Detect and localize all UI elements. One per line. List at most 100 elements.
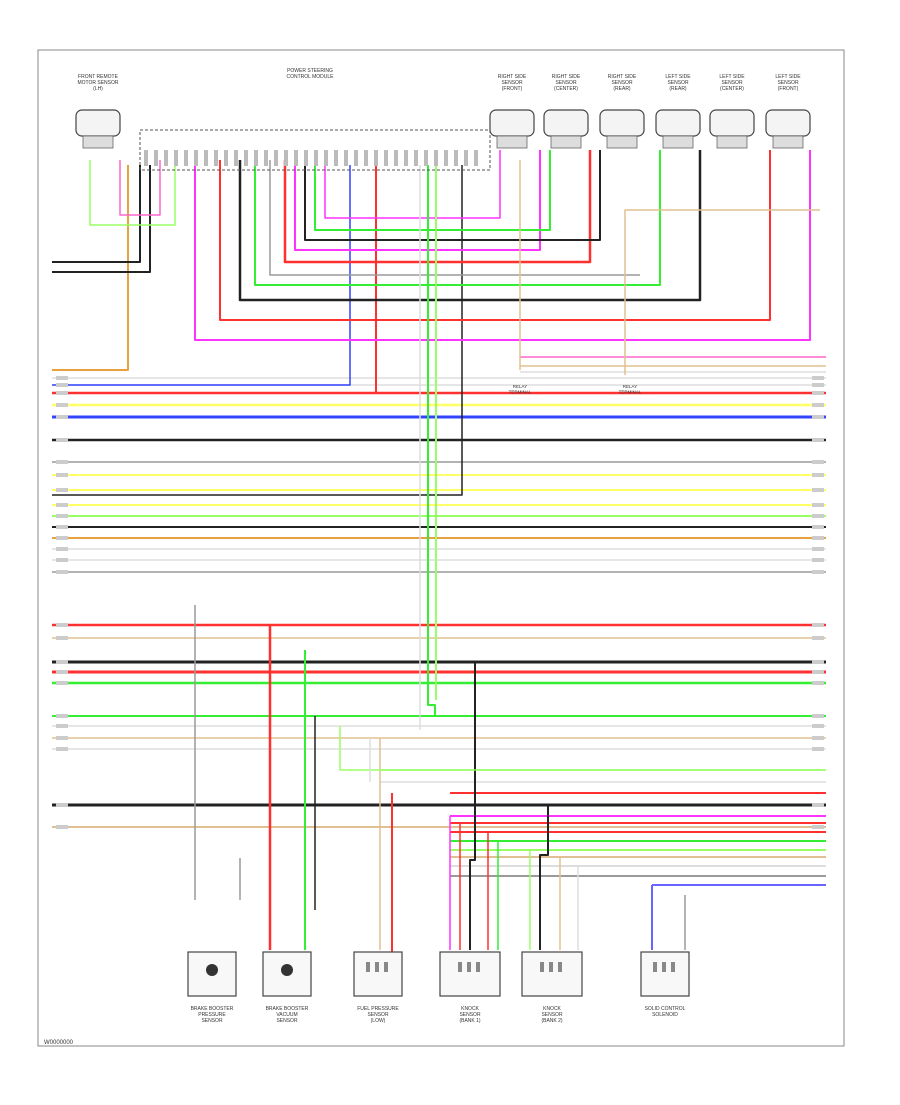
connector-pin — [294, 150, 298, 166]
component-pin — [476, 962, 480, 972]
bus-tag-right — [812, 376, 824, 380]
sensor-plug — [496, 135, 528, 149]
connector-pin — [374, 150, 378, 166]
connector-pin — [364, 150, 368, 166]
connector-pin — [204, 150, 208, 166]
connector-pin — [154, 150, 158, 166]
sensor-body — [709, 109, 755, 137]
bus-tag-right — [812, 536, 824, 540]
sensor-body — [75, 109, 121, 137]
wire-black — [469, 662, 476, 950]
sensor-body — [543, 109, 589, 137]
bottom-component-3 — [439, 951, 501, 997]
wire-ltgreen — [89, 160, 176, 226]
sensor-plug — [606, 135, 638, 149]
connector-pin — [284, 150, 288, 166]
connector-pin — [444, 150, 448, 166]
bus-tag-left — [56, 391, 68, 395]
bus-tag-right — [812, 415, 824, 419]
bus-tag-right — [812, 660, 824, 664]
bus-tag-right — [812, 724, 824, 728]
bus-tag-left — [56, 825, 68, 829]
bottom-component-2 — [353, 951, 403, 997]
component-pin — [366, 962, 370, 972]
bus-tag-right — [812, 803, 824, 807]
wire-green — [314, 150, 551, 231]
wire-ltgreen — [339, 726, 826, 771]
component-body — [640, 951, 690, 997]
bus-tag-right — [812, 825, 824, 829]
connector-pin — [394, 150, 398, 166]
bus-tag-left — [56, 383, 68, 387]
bus-tag-left — [56, 514, 68, 518]
component-body — [439, 951, 501, 997]
top-component-6 — [709, 109, 755, 149]
bus-tag-right — [812, 391, 824, 395]
component-pin — [375, 962, 379, 972]
connector-pin — [174, 150, 178, 166]
connector-pin — [354, 150, 358, 166]
sensor-plug — [716, 135, 748, 149]
connector-pin — [384, 150, 388, 166]
bus-tag-left — [56, 536, 68, 540]
bus-tag-right — [812, 681, 824, 685]
sensor-body — [765, 109, 811, 137]
bus-tag-right — [812, 488, 824, 492]
connector-pin — [334, 150, 338, 166]
bus-tag-right — [812, 547, 824, 551]
bottom-component-1 — [262, 951, 312, 997]
top-component-0 — [75, 109, 121, 149]
connector-pin — [224, 150, 228, 166]
component-pin — [384, 962, 388, 972]
footer-code: W0000000 — [44, 1040, 74, 1046]
top-component-2 — [489, 109, 535, 149]
bus-tag-right — [812, 383, 824, 387]
component-port — [281, 964, 293, 976]
bus-tag-left — [56, 525, 68, 529]
component-pin — [662, 962, 666, 972]
bus-tag-right — [812, 714, 824, 718]
bus-tag-left — [56, 623, 68, 627]
bus-tag-left — [56, 547, 68, 551]
bus-tag-left — [56, 747, 68, 751]
connector-pin — [324, 150, 328, 166]
bus-tag-right — [812, 460, 824, 464]
component-pin — [467, 962, 471, 972]
wire-black — [52, 165, 151, 273]
connector-pin — [424, 150, 428, 166]
wire-green — [254, 150, 661, 286]
component-port — [206, 964, 218, 976]
connector-pin — [254, 150, 258, 166]
connector-pin — [244, 150, 248, 166]
bus-tag-left — [56, 415, 68, 419]
bottom-component-4 — [521, 951, 583, 997]
bus-tag-left — [56, 570, 68, 574]
bus-tag-right — [812, 438, 824, 442]
wire-red — [219, 150, 771, 321]
connector-pin — [454, 150, 458, 166]
bus-tag-left — [56, 403, 68, 407]
connector-pin — [234, 150, 238, 166]
connector-pin — [144, 150, 148, 166]
bus-tag-left — [56, 636, 68, 640]
bus-tag-right — [812, 503, 824, 507]
sensor-plug — [662, 135, 694, 149]
connector-pin — [314, 150, 318, 166]
bottom-component-5 — [640, 951, 690, 997]
bus-tag-left — [56, 714, 68, 718]
component-pin — [558, 962, 562, 972]
bus-tag-right — [812, 403, 824, 407]
